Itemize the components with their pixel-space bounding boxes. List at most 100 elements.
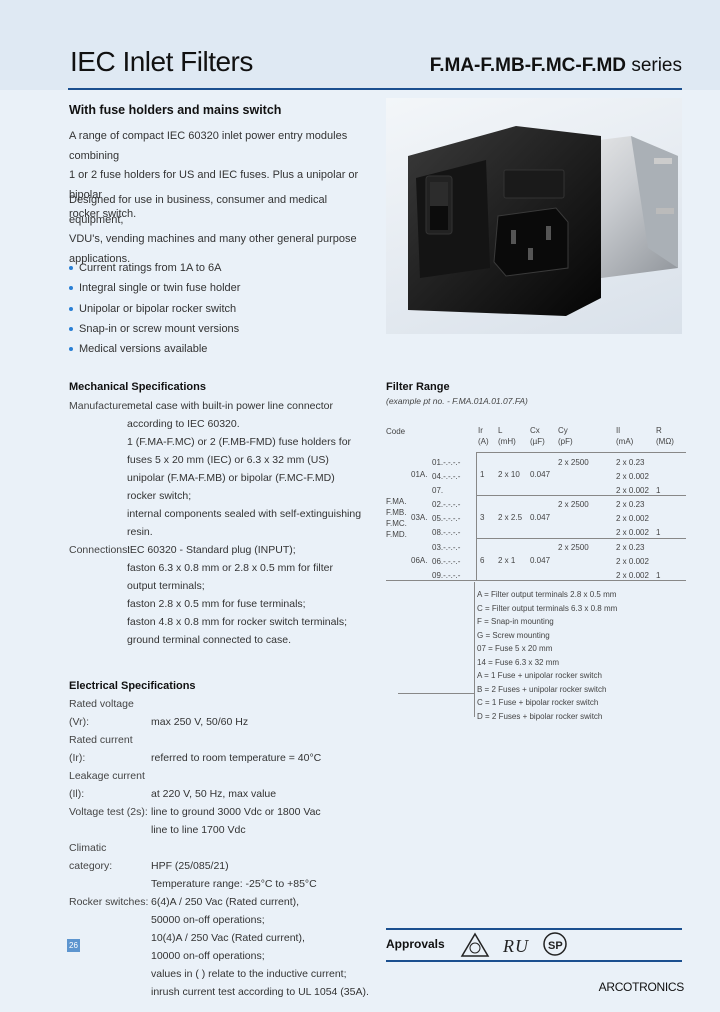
bullet-dot-icon [69, 307, 73, 312]
col-name: L [498, 426, 503, 435]
legend-item: F = Snap-in mounting [477, 617, 554, 626]
product-photo [386, 98, 682, 334]
row-label: Rated current (Ir): [69, 734, 133, 764]
text-line: resin. [127, 526, 153, 538]
legend-item: 07 = Fuse 5 x 20 mm [477, 644, 553, 653]
col-name: R [656, 426, 662, 435]
bullet-text: Current ratings from 1A to 6A [79, 262, 222, 274]
row-r: 1 [656, 528, 661, 537]
legend-item: D = 2 Fuses + bipolar rocker switch [477, 711, 603, 721]
row-suffix: 05.-.-.-.- [432, 514, 461, 523]
row-value: HPF (25/085/21) [151, 860, 229, 872]
col-header: Cx (µF) [530, 425, 545, 447]
row-value: line to ground 3000 Vdc or 1800 Vac [151, 806, 321, 818]
text-line: 1 (F.MA-F.MC) or 2 (F.MB-FMD) fuse holde… [127, 436, 352, 448]
bullet-item: Current ratings from 1A to 6A [69, 262, 221, 274]
series-code: F.MA-F.MB-F.MC-F.MD [429, 55, 627, 76]
connections-label: Connections: [69, 544, 131, 556]
bullet-text: Medical versions available [79, 343, 208, 355]
col-unit: (µF) [530, 437, 545, 446]
row-value: inrush current test according to UL 1054… [151, 986, 369, 998]
col-unit: (MΩ) [656, 437, 674, 446]
row-suffix: 04.-.-.-.- [432, 472, 461, 481]
col-header: Il(mA) [616, 425, 633, 447]
col-header: Ir (A) [478, 425, 489, 447]
electrical-row: Rocker switches:6(4)A / 250 Vac (Rated c… [69, 893, 369, 911]
group-ir: 6 [480, 556, 485, 565]
table-row: 06.-.-.-.-2 x 0.002 [432, 555, 686, 569]
group-l: 2 x 1 [498, 556, 516, 565]
bullet-item: Integral single or twin fuse holder [69, 282, 240, 294]
row-suffix: 02.-.-.-.- [432, 500, 461, 509]
legend-item: 14 = Fuse 6.3 x 32 mm [477, 657, 560, 667]
vde-approval-icon [460, 932, 490, 957]
row-il: 2 x 0.002 [616, 528, 649, 537]
row-il: 2 x 0.002 [616, 486, 649, 495]
electrical-heading: Electrical Specifications [69, 680, 196, 692]
group-cx: 0.047 [530, 513, 551, 522]
approvals-label: Approvals [386, 937, 445, 951]
col-unit: (mH) [498, 437, 516, 446]
row-il: 2 x 0.002 [616, 571, 649, 580]
manufacture-text: metal case with built-in power line conn… [127, 397, 361, 541]
bullet-dot-icon [69, 327, 73, 332]
text-line: 1 or 2 fuse holders for US and IEC fuses… [69, 169, 359, 201]
bullet-text: Unipolar or bipolar rocker switch [79, 303, 237, 315]
approvals-rule-top [386, 928, 682, 930]
col-unit: (mA) [616, 437, 634, 446]
electrical-row: 10000 on-off operations; [69, 947, 369, 965]
approvals-rule-bottom [386, 960, 682, 962]
row-cy: 2 x 2500 [558, 458, 589, 467]
electrical-row: line to line 1700 Vdc [69, 821, 369, 839]
legend-item: A = Filter output terminals 2.8 x 0.5 mm [477, 590, 617, 599]
iec-inlet-module-icon [408, 126, 678, 316]
row-suffix: 01.-.-.-.- [432, 458, 461, 467]
text-line: rocker switch. [69, 208, 137, 220]
text-line: VDU's, vending machines and many other g… [69, 233, 357, 245]
electrical-row: Voltage test (2s):line to ground 3000 Vd… [69, 803, 369, 821]
bullet-item: Snap-in or screw mount versions [69, 323, 239, 335]
electrical-table: Rated voltage (Vr): max 250 V, 50/60 Hz R… [69, 695, 369, 1001]
row-value: 50000 on-off operations; [151, 914, 265, 926]
text-line: ground terminal connected to case. [127, 634, 292, 646]
group-l: 2 x 10 [498, 470, 520, 479]
legend-list: A = Filter output terminals 2.8 x 0.5 mm… [477, 588, 617, 723]
row-value: values in ( ) relate to the inductive cu… [151, 968, 347, 980]
series-word: series [631, 55, 682, 76]
legend-item: A = 1 Fuse + unipolar rocker switch [477, 671, 602, 680]
col-unit: (A) [478, 437, 489, 446]
row-il: 2 x 0.23 [616, 543, 645, 552]
row-suffix: 08.-.-.-.- [432, 528, 461, 537]
row-value: 6(4)A / 250 Vac (Rated current), [151, 896, 300, 908]
series-title: F.MA-F.MB-F.MC-F.MD series [430, 55, 682, 77]
text-line: internal components sealed with self-ext… [127, 508, 362, 520]
text-line: metal case with built-in power line conn… [127, 400, 334, 412]
row-r: 1 [656, 571, 661, 580]
row-label: Rated voltage (Vr): [69, 698, 134, 728]
electrical-row: inrush current test according to UL 1054… [69, 983, 369, 1001]
text-line: faston 4.8 x 0.8 mm for rocker switch te… [127, 616, 347, 628]
row-value: Temperature range: -25°C to +85°C [151, 878, 317, 890]
ul-recognized-icon: R U [502, 936, 529, 956]
prefix-item: F.MA. [386, 497, 407, 506]
electrical-row: Leakage current (Il):at 220 V, 50 Hz, ma… [69, 767, 369, 803]
filter-range-example: (example pt no. - F.MA.01A.01.07.FA) [386, 396, 528, 406]
bullet-dot-icon [69, 266, 73, 271]
row-suffix: 07. [432, 486, 444, 495]
group-code: 01A. [411, 470, 428, 479]
legend-leader [474, 582, 475, 717]
col-name: Cx [530, 426, 540, 435]
row-value: max 250 V, 50/60 Hz [151, 716, 249, 728]
row-value: line to line 1700 Vdc [151, 824, 246, 836]
electrical-row: Rated current (Ir):referred to room temp… [69, 731, 369, 767]
group-ir: 3 [480, 513, 485, 522]
legend-item: C = 1 Fuse + bipolar rocker switch [477, 698, 599, 707]
prefix-item: F.MD. [386, 530, 407, 539]
col-name: Ir [478, 426, 483, 435]
row-il: 2 x 0.002 [616, 514, 649, 523]
